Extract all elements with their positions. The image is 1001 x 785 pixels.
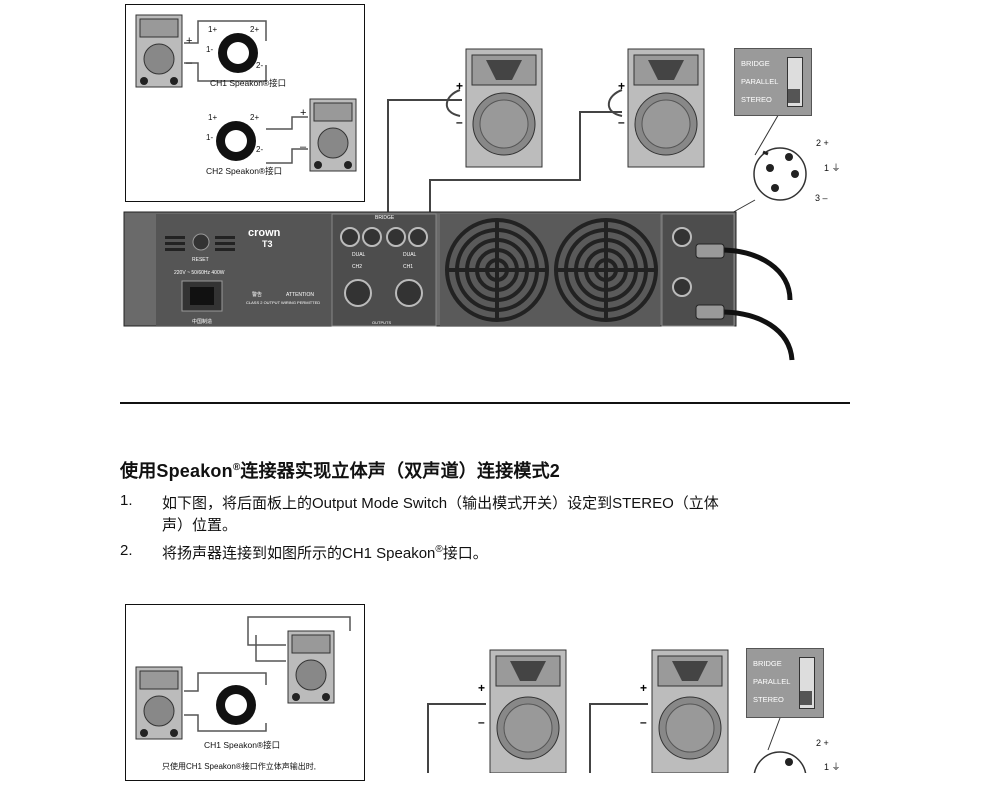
speaker-left-cable xyxy=(445,89,461,117)
bottom-inset: CH1 Speakon®接口 只使用CH1 Speakon®接口作立体声输出时, xyxy=(125,604,365,781)
section-divider xyxy=(120,402,850,404)
amp-ch1: CH1 xyxy=(403,264,413,270)
amp-power: 220V ~ 50/60Hz 400W xyxy=(174,270,225,276)
pin-2minus-b: 2- xyxy=(256,145,264,154)
xlr-pin1: 1 ⏚ xyxy=(824,163,841,173)
svg-text:+: + xyxy=(456,79,463,93)
pin-2plus-a: 2+ xyxy=(250,25,260,34)
pin-1minus-b: 1- xyxy=(206,133,214,142)
inset-bottom-speaker-1 xyxy=(135,666,183,740)
section-heading: 使用Speakon®连接器实现立体声（双声道）连接模式2 xyxy=(120,461,561,481)
pin-1plus-b: 1+ xyxy=(208,113,218,122)
pin-2plus-b: 2+ xyxy=(250,113,260,122)
output-mode-switch-top: BRIDGE PARALLEL STEREO xyxy=(734,48,812,116)
switch-stereo-label: STEREO xyxy=(741,95,772,104)
switch-parallel-label: PARALLEL xyxy=(741,77,779,86)
top-inset: 1+ 1- 2+ 2- + – CH1 Speakon®接口 1+ 1- 2+ … xyxy=(125,4,365,202)
amp-bridge: BRIDGE xyxy=(375,215,395,221)
bottom-switch-stereo-label: STEREO xyxy=(753,695,784,704)
ch1-speakon-label: CH1 Speakon®接口 xyxy=(210,78,287,88)
xlr-pin2: 2 + xyxy=(816,138,829,148)
amp-reset: RESET xyxy=(192,257,209,263)
amp-warning: 警告 xyxy=(252,291,262,298)
top-wiring-figure: + – + – xyxy=(123,48,807,361)
minus-b: – xyxy=(300,141,307,153)
amp-dual-2: DUAL xyxy=(352,252,366,258)
bottom-switch-bridge-label: BRIDGE xyxy=(753,659,782,668)
bottom-inset-diagram xyxy=(135,616,351,740)
amp-made-in: 中国制造 xyxy=(192,318,212,325)
output-mode-switch-bottom: BRIDGE PARALLEL STEREO xyxy=(746,648,824,718)
xlr-cable-1 xyxy=(719,247,793,301)
step-2-text: 将扬声器连接到如图所示的CH1 Speakon®接口。 xyxy=(162,544,488,562)
svg-text:+: + xyxy=(618,79,625,93)
pin-1plus-a: 1+ xyxy=(208,25,218,34)
amplifier-rear-panel xyxy=(123,211,737,327)
bottom-speaker-right xyxy=(651,649,729,773)
svg-text:–: – xyxy=(478,715,485,729)
inset-speaker-2 xyxy=(309,98,357,172)
svg-text:–: – xyxy=(456,115,463,129)
inset-speaker-1 xyxy=(135,14,183,88)
switch-bridge-label: BRIDGE xyxy=(741,59,770,68)
bottom-inset-note: 只使用CH1 Speakon®接口作立体声输出时, xyxy=(162,762,316,771)
step-1-number: 1. xyxy=(120,492,133,509)
xlr-pin3: 3 – xyxy=(815,193,828,203)
svg-text:–: – xyxy=(618,115,625,129)
wire-ch2-plus xyxy=(429,111,622,214)
pin-2minus-a: 2- xyxy=(256,61,264,70)
switch-slider-knob xyxy=(788,89,800,103)
bottom-xlr-pin2: 2 + xyxy=(816,738,829,748)
bottom-speaker-left xyxy=(489,649,567,773)
pin-1minus-a: 1- xyxy=(206,45,214,54)
plus-a: + xyxy=(186,35,193,47)
amp-dual-1: DUAL xyxy=(403,252,417,258)
speaker-right-cable xyxy=(607,89,623,117)
step-1-line-2: 声）位置。 xyxy=(162,517,238,534)
bottom-wiring-figure: + – + – xyxy=(427,649,807,773)
top-inset-diagram xyxy=(135,14,357,172)
amp-brand: crown xyxy=(248,227,281,239)
ch2-speakon-label: CH2 Speakon®接口 xyxy=(206,166,283,176)
wire-ch1-plus xyxy=(387,99,462,214)
speaker-left xyxy=(465,48,543,168)
xlr-cable-2 xyxy=(719,309,795,361)
svg-text:+: + xyxy=(478,681,485,695)
xlr-pinout xyxy=(729,111,807,215)
svg-text:+: + xyxy=(640,681,647,695)
amp-model: T3 xyxy=(262,239,273,249)
bottom-xlr-pin1: 1 ⏚ xyxy=(824,762,841,772)
bottom-switch-slider-knob xyxy=(800,691,812,705)
step-2-number: 2. xyxy=(120,542,133,559)
minus-a: – xyxy=(186,57,193,69)
step-1-line-1: 如下图，将后面板上的Output Mode Switch（输出模式开关）设定到S… xyxy=(162,495,719,512)
amp-outputs: OUTPUTS xyxy=(372,320,391,325)
amp-attention: ATTENTION xyxy=(286,292,314,298)
amp-class2: CLASS 2 OUTPUT WIRING PERMITTED xyxy=(246,300,320,305)
amp-ch2: CH2 xyxy=(352,264,362,270)
bottom-switch-parallel-label: PARALLEL xyxy=(753,677,791,686)
bottom-ch1-speakon-label: CH1 Speakon®接口 xyxy=(204,740,281,750)
svg-text:–: – xyxy=(640,715,647,729)
inset-bottom-speaker-2 xyxy=(287,630,335,704)
plus-b: + xyxy=(300,107,307,119)
speaker-right xyxy=(627,48,705,168)
